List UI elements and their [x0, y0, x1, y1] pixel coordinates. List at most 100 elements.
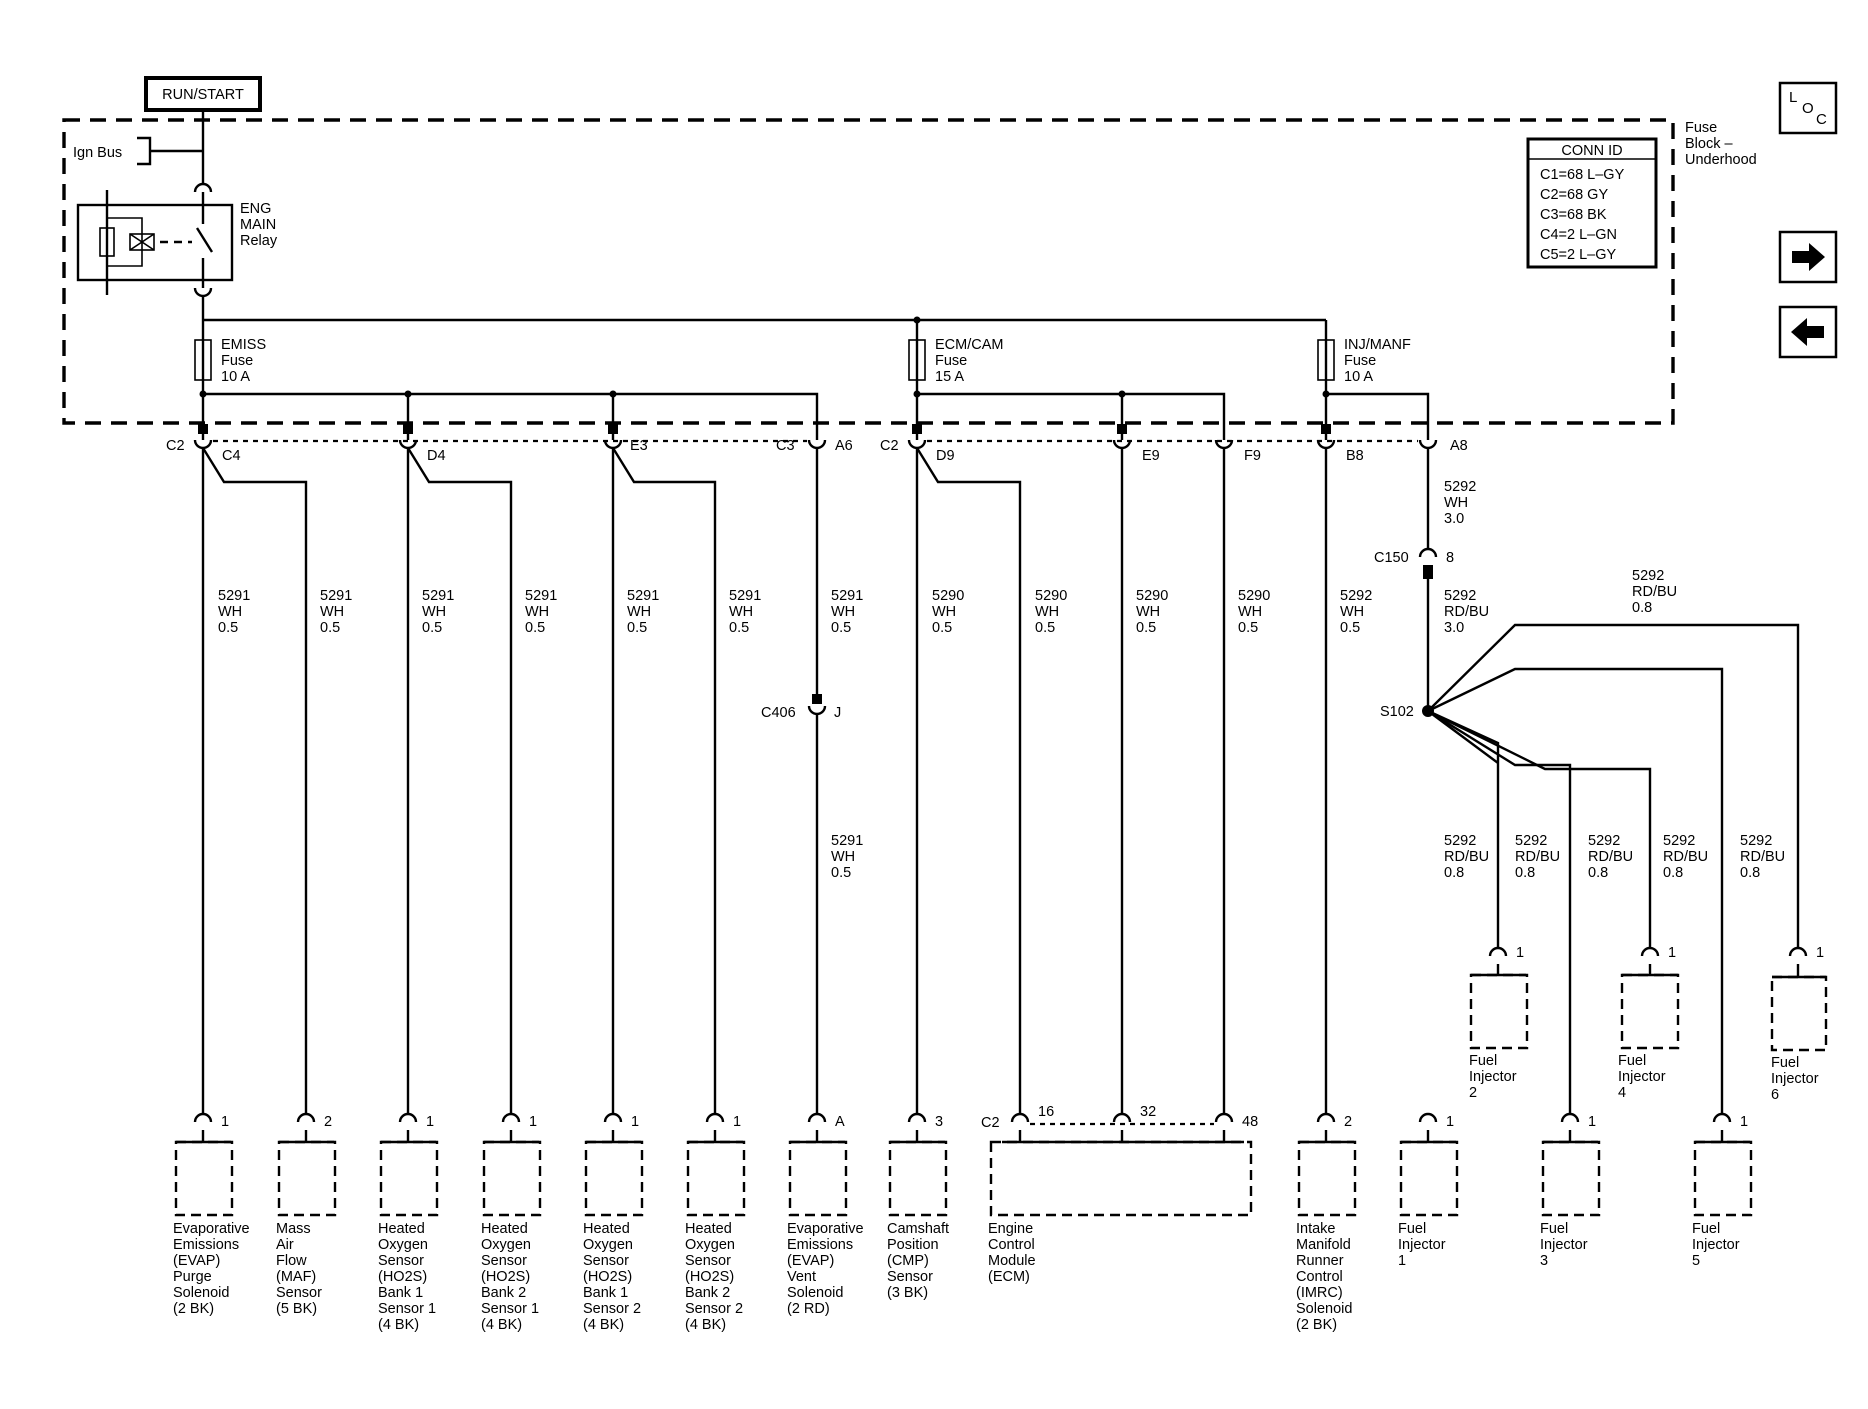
component-label-line: Fuel — [1540, 1221, 1568, 1237]
svg-text:C5=2 L–GY: C5=2 L–GY — [1540, 247, 1617, 263]
svg-text:5291: 5291 — [627, 588, 659, 604]
component-label-line: Camshaft — [887, 1221, 949, 1237]
svg-text:5292: 5292 — [1444, 588, 1476, 604]
component-label-line: (3 BK) — [887, 1285, 928, 1301]
arrow-left-icon[interactable] — [1778, 305, 1838, 359]
svg-text:O: O — [1802, 100, 1814, 117]
svg-text:RD/BU: RD/BU — [1515, 849, 1560, 865]
loc-icon[interactable]: L O C — [1778, 81, 1838, 135]
svg-text:C3: C3 — [776, 438, 795, 454]
svg-text:32: 32 — [1140, 1104, 1156, 1120]
inj-manf-fuse: INJ/MANF Fuse 10 A — [1317, 320, 1411, 440]
component-label-line: Sensor 1 — [481, 1301, 539, 1317]
pin-label: 1 — [1588, 1114, 1596, 1130]
top-connector-row — [193, 439, 1438, 450]
svg-text:0.5: 0.5 — [932, 620, 952, 636]
arrow-right-icon[interactable] — [1778, 230, 1838, 284]
wire-label: 5292 RD/BU 3.0 — [1444, 588, 1489, 636]
component-label-line: Oxygen — [583, 1237, 633, 1253]
svg-text:WH: WH — [831, 604, 855, 620]
svg-text:0.5: 0.5 — [831, 620, 851, 636]
svg-text:INJ/MANF: INJ/MANF — [1344, 337, 1411, 353]
component-label-line: Evaporative — [173, 1221, 250, 1237]
component-label-line: (EVAP) — [787, 1253, 834, 1269]
svg-text:C2: C2 — [166, 438, 185, 454]
svg-text:1: 1 — [1816, 945, 1824, 961]
svg-text:5291: 5291 — [831, 588, 863, 604]
svg-text:Fuse: Fuse — [1344, 353, 1376, 369]
svg-text:8: 8 — [1446, 550, 1454, 566]
component-label-line: Injector — [1692, 1237, 1740, 1253]
component-label-line: Heated — [583, 1221, 630, 1237]
component-label-line: Solenoid — [787, 1285, 843, 1301]
svg-text:5292: 5292 — [1340, 588, 1372, 604]
svg-text:WH: WH — [932, 604, 956, 620]
component-label-line: Injector — [1540, 1237, 1588, 1253]
svg-text:L: L — [1789, 89, 1797, 106]
conn-id-table: CONN ID C1=68 L–GY C2=68 GY C3=68 BK C4=… — [1526, 137, 1658, 269]
svg-text:WH: WH — [627, 604, 651, 620]
component-label-line: Purge — [173, 1269, 212, 1285]
svg-text:Fuel: Fuel — [1469, 1053, 1497, 1069]
pin-label: 1 — [1446, 1114, 1454, 1130]
component-label-line: (HO2S) — [378, 1269, 427, 1285]
svg-text:0.5: 0.5 — [218, 620, 238, 636]
component-label-line: Sensor — [276, 1285, 322, 1301]
component-label-line: Bank 1 — [378, 1285, 423, 1301]
component-label-line: (IMRC) — [1296, 1285, 1343, 1301]
svg-text:C3=68 BK: C3=68 BK — [1540, 207, 1607, 223]
svg-text:RUN/START: RUN/START — [162, 87, 244, 103]
top-pin-labels: C2 C4 D4 E3 C3 A6 C2 D9 E9 F9 B8 A8 — [166, 438, 1468, 464]
component-label-line: Sensor 1 — [378, 1301, 436, 1317]
component-label-line: Oxygen — [378, 1237, 428, 1253]
pin-label: 2 — [324, 1114, 332, 1130]
pin-label: 3 — [935, 1114, 943, 1130]
svg-text:0.5: 0.5 — [831, 865, 851, 881]
svg-text:RD/BU: RD/BU — [1444, 604, 1489, 620]
svg-text:WH: WH — [525, 604, 549, 620]
svg-text:0.8: 0.8 — [1588, 865, 1608, 881]
svg-text:3.0: 3.0 — [1444, 511, 1464, 527]
component-label-line: Heated — [378, 1221, 425, 1237]
evap-vent-solenoid: AEvaporativeEmissions(EVAP)VentSolenoid(… — [787, 1112, 864, 1317]
splice-s102: S102 — [1380, 623, 1800, 1114]
svg-text:WH: WH — [1340, 604, 1364, 620]
svg-text:C2: C2 — [880, 438, 899, 454]
svg-text:Engine: Engine — [988, 1221, 1033, 1237]
component-label-line: Position — [887, 1237, 939, 1253]
component-label-line: (MAF) — [276, 1269, 316, 1285]
fuse-block-outline — [62, 118, 1675, 425]
svg-text:4: 4 — [1618, 1085, 1626, 1101]
component-label-line: (CMP) — [887, 1253, 929, 1269]
component-label-line: (EVAP) — [173, 1253, 220, 1269]
svg-text:C1=68 L–GY: C1=68 L–GY — [1540, 167, 1625, 183]
svg-text:0.8: 0.8 — [1515, 865, 1535, 881]
pin-label: A — [835, 1114, 845, 1130]
svg-text:1: 1 — [1516, 945, 1524, 961]
svg-text:WH: WH — [218, 604, 242, 620]
svg-text:WH: WH — [831, 849, 855, 865]
ecm-cam-fuse: ECM/CAM Fuse 15 A — [908, 320, 1003, 440]
svg-text:RD/BU: RD/BU — [1740, 849, 1785, 865]
component-label-line: Fuel — [1692, 1221, 1720, 1237]
svg-text:E3: E3 — [630, 438, 648, 454]
component-label-line: Sensor 2 — [685, 1301, 743, 1317]
component-label-line: Sensor — [583, 1253, 629, 1269]
svg-text:D9: D9 — [936, 448, 955, 464]
svg-text:5292: 5292 — [1632, 568, 1664, 584]
svg-text:(ECM): (ECM) — [988, 1269, 1030, 1285]
svg-text:Fuse: Fuse — [935, 353, 967, 369]
svg-text:A6: A6 — [835, 438, 853, 454]
svg-text:WH: WH — [1136, 604, 1160, 620]
c406-connector: C406 J — [761, 694, 841, 1114]
pin-label: 1 — [426, 1114, 434, 1130]
component-label-line: Manifold — [1296, 1237, 1351, 1253]
